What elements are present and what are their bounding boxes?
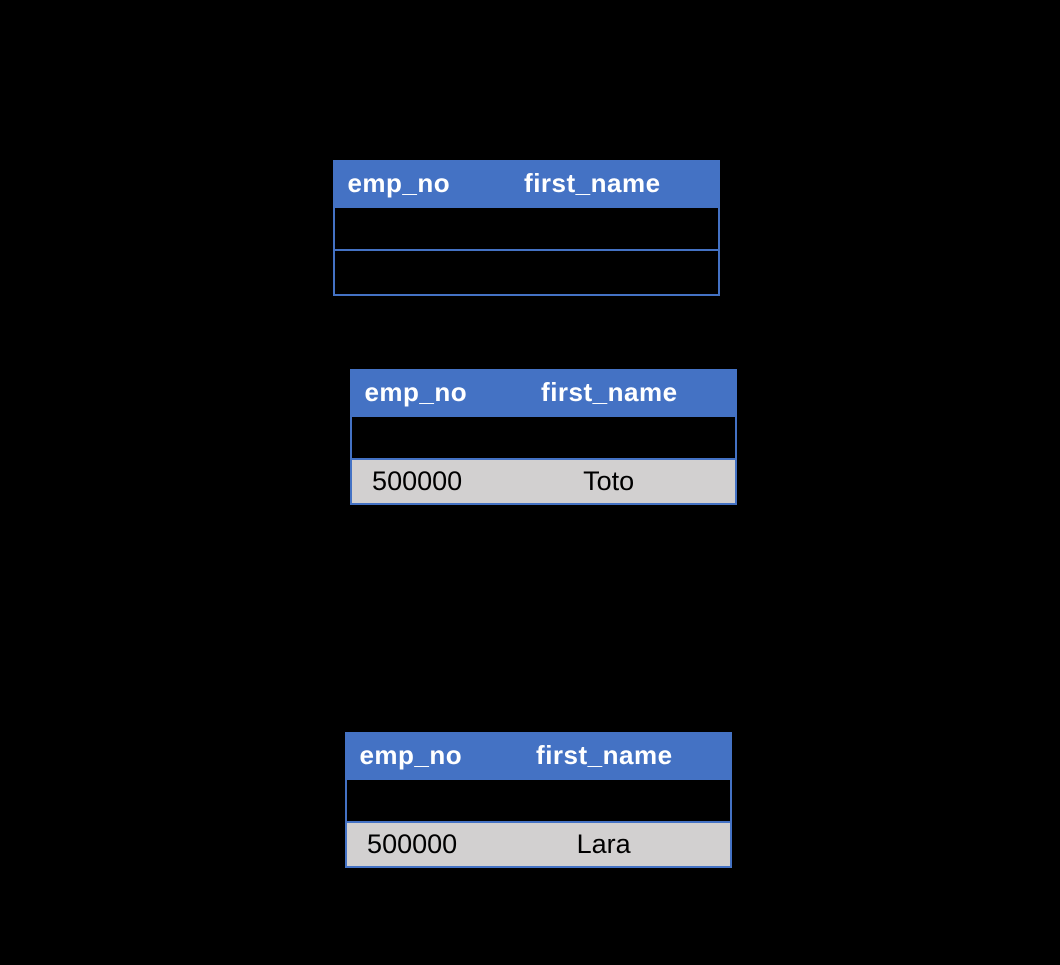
- employees-table-middle: emp_no first_name 500000 Toto: [350, 369, 737, 505]
- employees-table-bottom: emp_no first_name 500000 Lara: [345, 732, 732, 868]
- column-header-emp-no: emp_no: [364, 376, 468, 407]
- cell-emp-no: 500000: [372, 466, 463, 496]
- column-header-emp-no: emp_no: [359, 739, 463, 770]
- table-row-empty: [350, 415, 737, 460]
- column-header-emp-no: emp_no: [347, 167, 451, 198]
- cell-first-name: Lara: [576, 829, 631, 859]
- header-row: emp_no first_name: [345, 732, 732, 778]
- employees-table-top: emp_no first_name: [333, 160, 720, 296]
- table-row-empty: [345, 778, 732, 823]
- table-row-data: 500000 Toto: [350, 460, 737, 505]
- header-row: emp_no first_name: [333, 160, 720, 206]
- cell-emp-no: 500000: [367, 829, 458, 859]
- table-row-empty: [333, 206, 720, 251]
- column-header-first-name: first_name: [524, 167, 661, 198]
- table-row-empty: [333, 251, 720, 296]
- header-row: emp_no first_name: [350, 369, 737, 415]
- table-row-data: 500000 Lara: [345, 823, 732, 868]
- cell-first-name: Toto: [583, 466, 635, 496]
- column-header-first-name: first_name: [541, 376, 678, 407]
- column-header-first-name: first_name: [536, 739, 673, 770]
